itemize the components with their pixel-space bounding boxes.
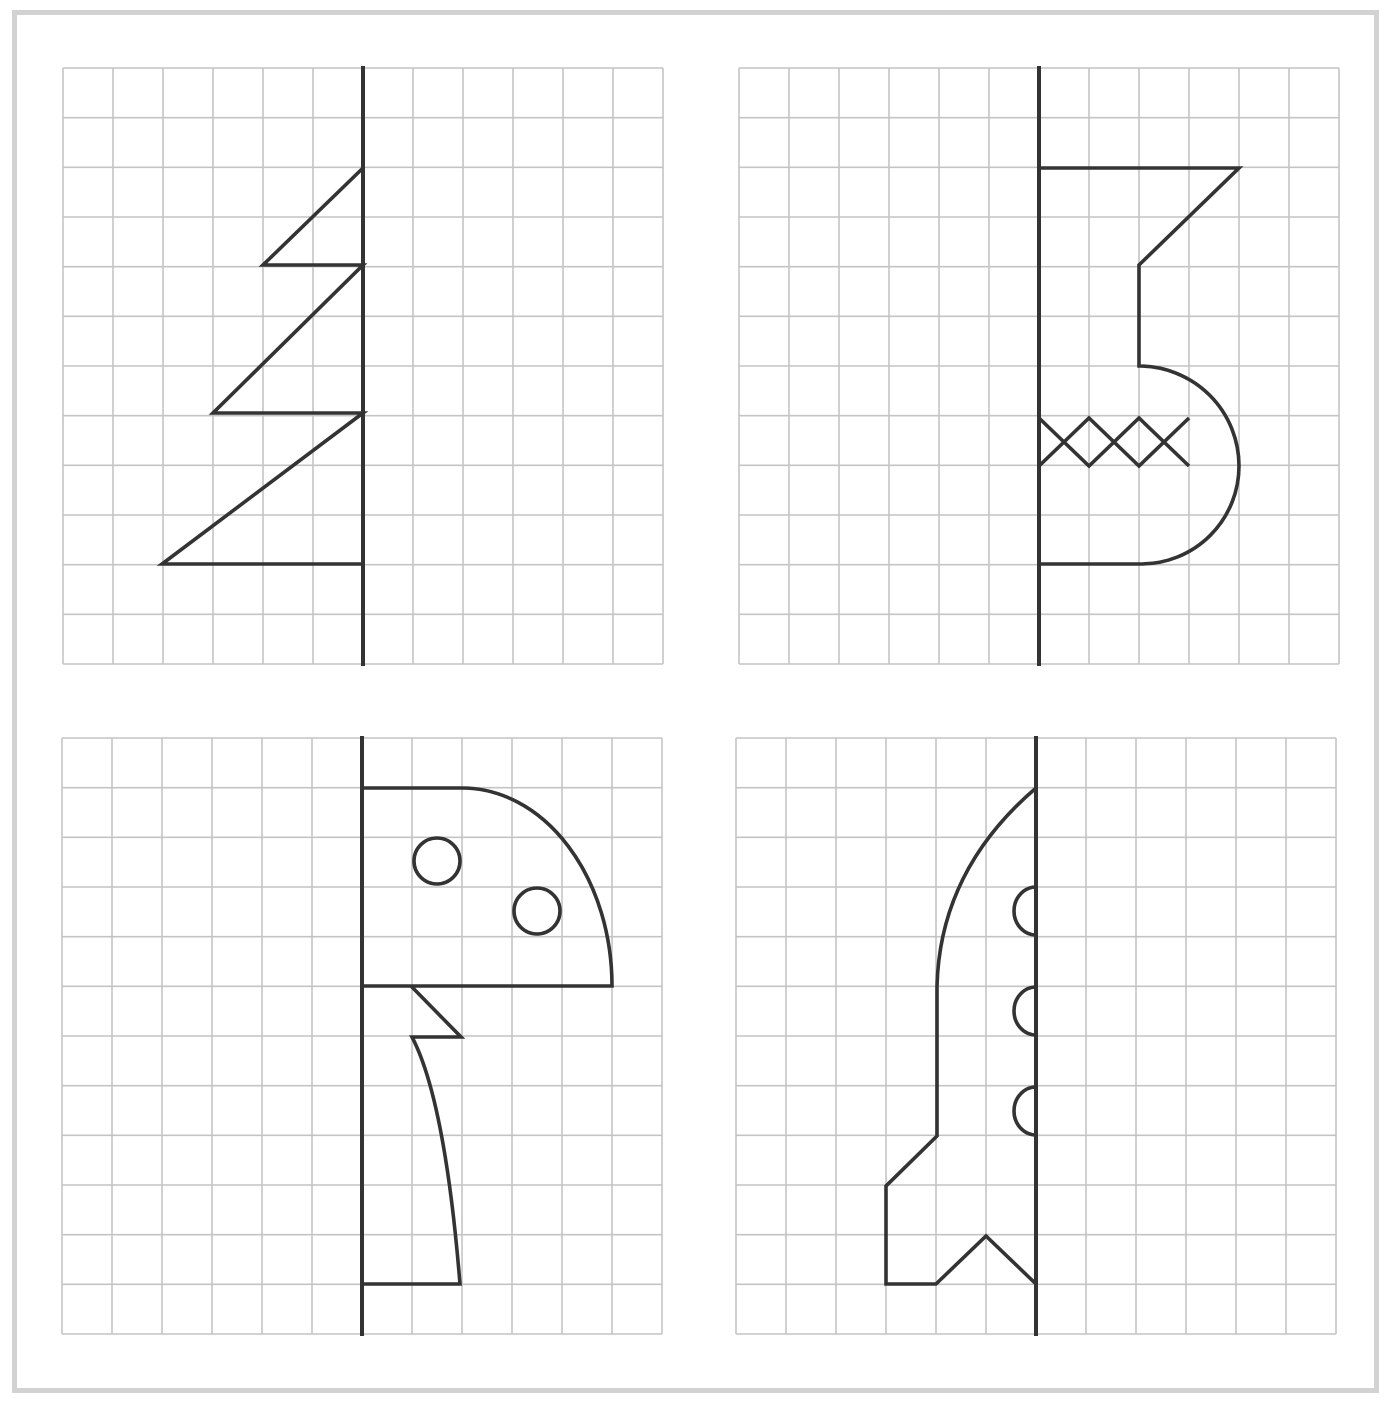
vase-zigzag-pattern bbox=[1039, 418, 1189, 466]
panel-rocket bbox=[736, 738, 1336, 1334]
rocket-window-1 bbox=[1014, 887, 1036, 935]
panel-vase bbox=[739, 68, 1339, 664]
mushroom-spot-1 bbox=[414, 838, 460, 884]
rocket-window-2 bbox=[1014, 987, 1036, 1035]
panel-fir-tree bbox=[63, 68, 663, 664]
rocket-window-3 bbox=[1014, 1087, 1036, 1135]
mushroom-spot-2 bbox=[514, 888, 560, 934]
panel-mushroom bbox=[62, 738, 662, 1334]
